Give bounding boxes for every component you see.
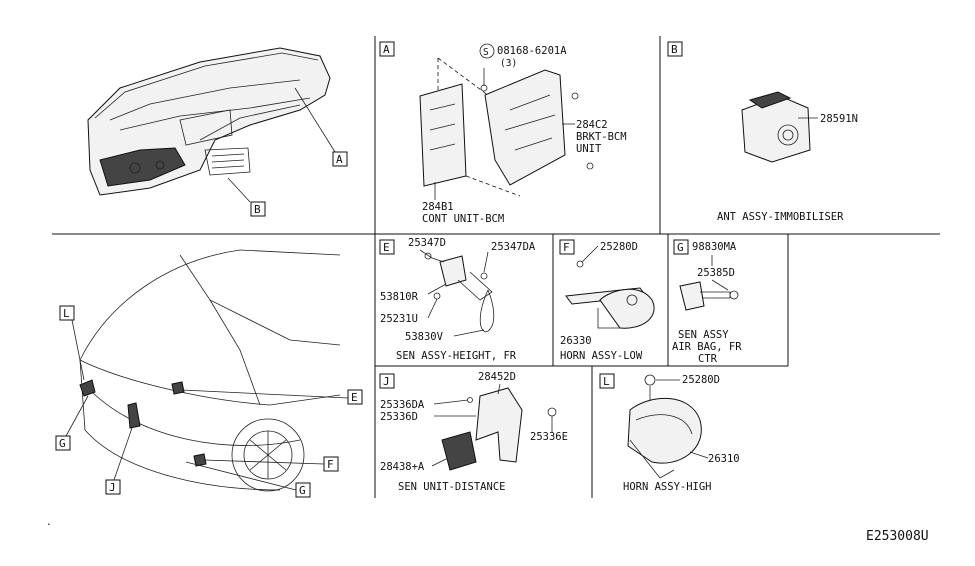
section-F: F 25280D 26330 HORN ASSY-LOW	[559, 239, 655, 362]
callout-A-text: A	[336, 153, 343, 166]
airbag-sensor-name-line1: SEN ASSY	[678, 329, 729, 341]
horn-low-name: HORN ASSY-LOW	[560, 350, 643, 362]
car-front-illustration: L E G J F G	[55, 249, 363, 498]
distance-sensor-part-5: 28438+A	[380, 461, 425, 473]
bcm-unit-part-number: 284B1	[422, 201, 454, 213]
diagram-code: E253008U	[866, 529, 929, 544]
screw-symbol	[479, 43, 495, 59]
section-G: G 98830MA 25385D SEN ASSY AIR BAG, FR CT…	[672, 239, 742, 365]
horn-high-part-1: 25280D	[682, 374, 720, 386]
callout-L-car	[59, 305, 75, 321]
airbag-sensor-name-line2: AIR BAG, FR	[672, 341, 742, 353]
screw-symbol-text: S	[483, 47, 489, 58]
horn-low-body	[599, 288, 655, 329]
distance-sensor-part-4: 25336E	[530, 431, 568, 443]
height-sensor-name: SEN ASSY-HEIGHT, FR	[396, 350, 517, 362]
callout-F-car-text: F	[327, 458, 334, 471]
airbag-sensor-name-line3: CTR	[698, 353, 718, 365]
distance-sensor-part-3: 25336D	[380, 411, 418, 423]
section-label-G-text: G	[677, 241, 684, 254]
distance-sensor-unit	[441, 431, 477, 471]
section-label-L	[599, 373, 615, 389]
section-label-E-text: E	[383, 241, 390, 254]
callout-G-car-1-text: G	[59, 437, 66, 450]
callout-E-car-text: E	[351, 391, 358, 404]
airbag-sensor-part-1: 98830MA	[692, 241, 737, 253]
section-label-B-text: B	[671, 43, 678, 56]
section-label-L-text: L	[603, 375, 610, 388]
section-B: B 28591N ANT ASSY-IMMOBILISER	[667, 41, 858, 223]
callout-E-car	[347, 389, 363, 405]
screw-part-number: 08168-6201A	[497, 45, 567, 57]
frame-lines	[52, 36, 940, 498]
distance-sensor-bracket	[475, 387, 523, 463]
height-sensor-body	[439, 255, 467, 287]
bracket-part-number: 284C2	[576, 119, 608, 131]
section-label-F	[559, 239, 575, 255]
bracket-name-line2: UNIT	[576, 143, 602, 155]
callout-G-car-1	[55, 435, 71, 451]
horn-low-part-1: 25280D	[600, 241, 638, 253]
distance-sensor-part-1: 28452D	[478, 371, 516, 383]
immobiliser-antenna-shape	[741, 95, 811, 163]
callout-B-text: B	[254, 203, 261, 216]
section-A: A S 08168-6201A (3) 284C2 BRKT-BCM UNIT …	[379, 41, 627, 225]
callout-F-car	[323, 456, 339, 472]
section-label-E	[379, 239, 395, 255]
antenna-part-number: 28591N	[820, 113, 858, 125]
height-sensor-part-5: 53830V	[405, 331, 444, 343]
airbag-sensor-part-2: 25385D	[697, 267, 735, 279]
section-L: L 25280D 26310 HORN ASSY-HIGH	[599, 373, 740, 493]
horn-high-part-2: 26310	[708, 453, 740, 465]
callout-L-car-text: L	[63, 307, 70, 320]
corner-dot: .	[46, 517, 52, 528]
horn-high-body	[627, 398, 702, 464]
height-sensor-part-3: 53810R	[380, 291, 419, 303]
callout-G-car-2	[295, 482, 311, 498]
section-label-J	[379, 373, 395, 389]
bracket-name-line1: BRKT-BCM	[576, 131, 627, 143]
bcm-unit-shape	[419, 83, 467, 187]
callout-G-car-2-text: G	[299, 484, 306, 497]
callout-J-car	[105, 479, 121, 495]
section-label-A-text: A	[383, 43, 390, 56]
horn-low-part-2: 26330	[560, 335, 592, 347]
section-label-J-text: J	[383, 375, 390, 388]
antenna-name: ANT ASSY-IMMOBILISER	[717, 211, 844, 223]
callout-A-overview	[332, 151, 348, 167]
callout-B-overview	[250, 201, 266, 217]
section-label-F-text: F	[563, 241, 570, 254]
height-sensor-part-4: 25231U	[380, 313, 418, 325]
bcm-bracket-shape	[484, 69, 566, 186]
height-sensor-part-1: 25347D	[408, 237, 446, 249]
section-label-B	[667, 41, 683, 57]
section-label-A	[379, 41, 395, 57]
horn-high-name: HORN ASSY-HIGH	[623, 481, 712, 493]
screw-quantity: (3)	[500, 58, 517, 69]
section-J: J 28452D 25336DA 25336D 25336E 28438+A S…	[379, 371, 568, 493]
bcm-unit-name: CONT UNIT-BCM	[422, 213, 504, 225]
distance-sensor-part-2: 25336DA	[380, 399, 425, 411]
height-sensor-part-2: 25347DA	[491, 241, 536, 253]
callout-J-car-text: J	[109, 481, 116, 494]
section-E: E 25347D 25347DA 53810R 25231U 53830V SE…	[379, 237, 536, 362]
section-label-G	[673, 239, 689, 255]
distance-sensor-name: SEN UNIT-DISTANCE	[398, 481, 505, 493]
dashboard-illustration: A B	[87, 47, 348, 217]
airbag-sensor-body	[679, 281, 705, 311]
